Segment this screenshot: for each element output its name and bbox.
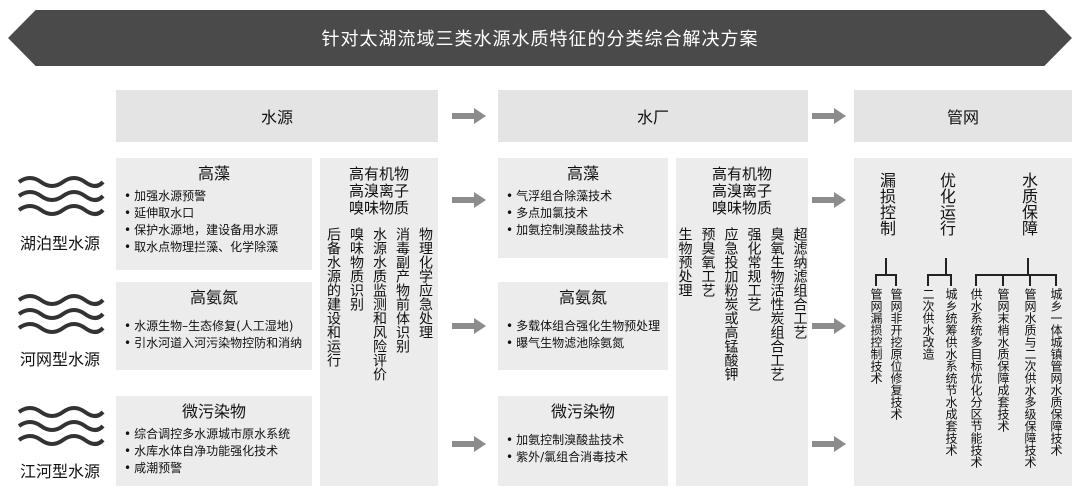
wave-icon xyxy=(17,406,105,446)
header-plant: 水厂 xyxy=(498,90,808,142)
header-source-label: 水源 xyxy=(260,108,293,127)
plant-box-high-algae: 高藻 气浮组合除藻技术 多点加氯技术 加氨控制溴酸盐技术 xyxy=(498,158,668,258)
vertical-item: 消毒副产物前体识别 xyxy=(394,227,410,353)
arrow-right-icon xyxy=(812,436,846,452)
source-box-micropollutants: 微污染物 综合调控多水源城市原水系统 水库水体自净功能强化技术 咸潮预警 xyxy=(116,396,312,486)
vertical-item: 物理化学应急处理 xyxy=(417,227,433,339)
plant-box-high-ammonia: 高氨氮 多载体组合强化生物预处理 曝气生物滤池除氨氮 xyxy=(498,282,668,370)
vertical-item: 预臭氧工艺 xyxy=(699,227,716,297)
connector-line xyxy=(927,274,951,276)
network-item: 城乡一体城镇管网水质保障技术 xyxy=(1049,288,1063,456)
list-item: 曝气生物滤池除氨氮 xyxy=(506,335,660,352)
header-source: 水源 xyxy=(116,90,438,142)
box-title: 高氨氮 xyxy=(558,288,607,307)
list-item: 加氨控制溴酸盐技术 xyxy=(506,222,660,239)
plant-common-box: 高有机物 高溴离子 嗅味物质 超滤纳滤组合工艺 臭氧生物活性炭组合工艺 强化常规… xyxy=(676,158,808,486)
page-title: 针对太湖流域三类水源水质特征的分类综合解决方案 xyxy=(321,29,759,50)
network-item: 二次供水改造 xyxy=(921,288,935,360)
network-group-title: 漏损控制 xyxy=(877,172,896,236)
list-item: 气浮组合除藻技术 xyxy=(506,188,660,205)
network-group-title: 水质保障 xyxy=(1019,172,1038,236)
vertical-item: 水源水质监测和风险评价 xyxy=(371,227,387,381)
connector-line xyxy=(875,274,896,276)
source-type-river: 江河型水源 xyxy=(8,402,112,482)
list-item: 水库水体自净功能强化技术 xyxy=(124,443,304,460)
vertical-item: 生物预处理 xyxy=(676,227,693,297)
connector-line xyxy=(927,274,929,286)
source-type-label: 江河型水源 xyxy=(19,462,100,481)
list-item: 综合调控多水源城市原水系统 xyxy=(124,426,304,443)
network-box: 漏损控制 优化运行 水质保障 管网漏损控制技术 管网非开挖原位修复技术 二次供水… xyxy=(854,158,1072,486)
network-item: 管网末梢水质保障成套技术 xyxy=(996,288,1010,432)
arrow-right-icon xyxy=(812,108,846,124)
list-item: 取水点物理拦藻、化学除藻 xyxy=(124,239,304,256)
box-title: 高藻 xyxy=(566,164,599,183)
source-common-box: 高有机物 高溴离子 嗅味物质 物理化学应急处理 消毒副产物前体识别 水源水质监测… xyxy=(320,158,438,486)
box-title: 高藻 xyxy=(197,164,230,183)
arrow-right-icon xyxy=(452,192,486,208)
connector-line xyxy=(875,274,877,286)
plant-box-micropollutants: 微污染物 加氨控制溴酸盐技术 紫外/氯组合消毒技术 xyxy=(498,396,668,486)
list-item: 引水河道入河污染物控防和消纳 xyxy=(124,335,304,352)
source-type-label: 湖泊型水源 xyxy=(19,234,100,253)
network-item: 供水系统多目标优化分区节能技术 xyxy=(969,288,983,468)
wave-icon xyxy=(17,176,105,216)
network-group-title: 优化运行 xyxy=(937,172,956,236)
vertical-item: 后备水源的建设和运行 xyxy=(325,227,341,367)
list-item: 保护水源地，建设备用水源 xyxy=(124,222,304,239)
connector-line xyxy=(885,258,887,274)
list-item: 多载体组合强化生物预处理 xyxy=(506,318,660,335)
list-item: 延伸取水口 xyxy=(124,205,304,222)
vertical-item: 应急投加粉炭或高锰酸钾 xyxy=(722,227,739,381)
arrow-right-icon xyxy=(452,436,486,452)
connector-line xyxy=(975,274,1056,276)
vertical-item: 强化常规工艺 xyxy=(745,227,762,311)
connector-line xyxy=(975,274,977,286)
list-item: 加强水源预警 xyxy=(124,188,304,205)
wave-icon xyxy=(17,294,105,334)
header-network-label: 管网 xyxy=(946,108,979,127)
connector-line xyxy=(950,274,952,286)
list-item: 水源生物–生态修复(人工湿地) xyxy=(124,318,304,335)
box-title: 高有机物 高溴离子 嗅味物质 xyxy=(711,165,772,217)
arrow-right-icon xyxy=(812,318,846,334)
box-title: 微污染物 xyxy=(550,402,615,421)
source-box-high-algae: 高藻 加强水源预警 延伸取水口 保护水源地，建设备用水源 取水点物理拦藻、化学除… xyxy=(116,158,312,270)
network-item: 管网水质与二次供水多级保障技术 xyxy=(1023,288,1037,468)
list-item: 加氨控制溴酸盐技术 xyxy=(506,432,660,449)
source-box-high-ammonia: 高氨氮 水源生物–生态修复(人工湿地) 引水河道入河污染物控防和消纳 xyxy=(116,282,312,370)
header-network: 管网 xyxy=(854,90,1072,142)
list-item: 多点加氯技术 xyxy=(506,205,660,222)
box-title: 高有机物 高溴离子 嗅味物质 xyxy=(348,165,409,217)
arrow-right-icon xyxy=(452,108,486,124)
connector-line xyxy=(895,274,897,286)
box-title: 微污染物 xyxy=(181,402,246,421)
connector-line xyxy=(1029,274,1031,286)
connector-line xyxy=(945,258,947,274)
title-banner: 针对太湖流域三类水源水质特征的分类综合解决方案 xyxy=(8,10,1072,66)
network-item: 管网漏损控制技术 xyxy=(869,288,883,384)
list-item: 咸潮预警 xyxy=(124,460,304,477)
source-type-lake: 湖泊型水源 xyxy=(8,172,112,254)
vertical-item: 臭氧生物活性炭组合工艺 xyxy=(768,227,785,381)
arrow-right-icon xyxy=(812,192,846,208)
vertical-item: 嗅味物质识别 xyxy=(348,227,364,311)
vertical-item: 超滤纳滤组合工艺 xyxy=(791,227,808,339)
connector-line xyxy=(1002,274,1004,286)
list-item: 紫外/氯组合消毒技术 xyxy=(506,449,660,466)
network-item: 城乡统筹供水系统节水成套技术 xyxy=(944,288,958,456)
source-type-label: 河网型水源 xyxy=(19,350,100,369)
source-type-river-network: 河网型水源 xyxy=(8,290,112,370)
network-item: 管网非开挖原位修复技术 xyxy=(889,288,903,420)
connector-line xyxy=(1055,274,1057,286)
arrow-right-icon xyxy=(452,318,486,334)
connector-line xyxy=(1027,258,1029,274)
header-plant-label: 水厂 xyxy=(636,108,669,127)
box-title: 高氨氮 xyxy=(189,288,238,307)
